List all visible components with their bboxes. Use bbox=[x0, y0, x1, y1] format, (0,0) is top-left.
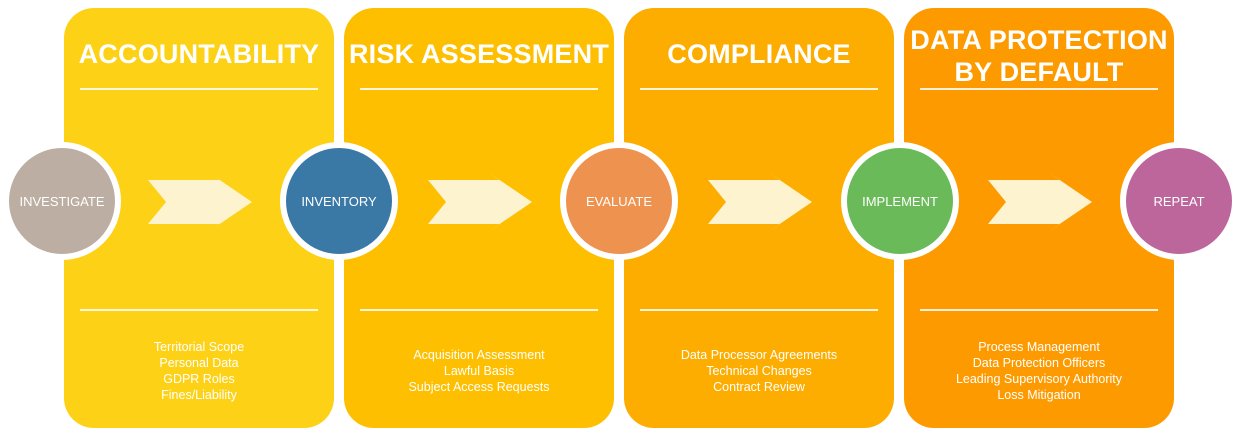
divider bbox=[640, 88, 878, 90]
step-implement: IMPLEMENT bbox=[841, 142, 959, 260]
list-item: Data Processor Agreements bbox=[680, 348, 838, 362]
divider bbox=[920, 88, 1158, 90]
step-evaluate: EVALUATE bbox=[560, 142, 678, 260]
list-item: Contract Review bbox=[713, 380, 805, 394]
arrow-shape bbox=[148, 172, 252, 232]
panel-title-line: RISK ASSESSMENT bbox=[348, 39, 610, 69]
list-item: Process Management bbox=[978, 340, 1100, 354]
panel-title-line: COMPLIANCE bbox=[667, 39, 851, 69]
panel-item-list: Acquisition Assessment Lawful Basis Subj… bbox=[344, 347, 614, 395]
arrow-shape bbox=[708, 172, 812, 232]
list-item: Loss Mitigation bbox=[997, 388, 1081, 402]
list-item: Personal Data bbox=[159, 356, 239, 370]
list-item: Leading Supervisory Authority bbox=[955, 372, 1123, 386]
panel-title: RISK ASSESSMENT bbox=[344, 38, 614, 70]
list-item: Data Protection Officers bbox=[972, 356, 1106, 370]
arrow-shape bbox=[428, 172, 532, 232]
panel-item-list: Process Management Data Protection Offic… bbox=[904, 339, 1174, 403]
divider bbox=[640, 309, 878, 311]
arrow-right-icon bbox=[988, 172, 1092, 232]
step-label: EVALUATE bbox=[586, 193, 652, 209]
step-label: INVESTIGATE bbox=[19, 193, 105, 209]
panel-item-list: Territorial Scope Personal Data GDPR Rol… bbox=[64, 339, 334, 403]
arrow-right-icon bbox=[708, 172, 812, 232]
divider bbox=[80, 88, 318, 90]
arrow-right-icon bbox=[148, 172, 252, 232]
step-investigate: INVESTIGATE bbox=[3, 142, 121, 260]
panel-title: DATA PROTECTION BY DEFAULT bbox=[904, 24, 1174, 88]
step-label: INVENTORY bbox=[301, 193, 377, 209]
panel-item-list: Data Processor Agreements Technical Chan… bbox=[624, 347, 894, 395]
divider bbox=[360, 88, 598, 90]
divider bbox=[920, 309, 1158, 311]
list-item: Lawful Basis bbox=[443, 364, 515, 378]
step-label: IMPLEMENT bbox=[862, 193, 938, 209]
arrow-right-icon bbox=[428, 172, 532, 232]
step-repeat: REPEAT bbox=[1120, 142, 1238, 260]
arrow-shape bbox=[988, 172, 1092, 232]
panel-title: COMPLIANCE bbox=[624, 38, 894, 70]
step-inventory: INVENTORY bbox=[280, 142, 398, 260]
panel-title-line: ACCOUNTABILITY bbox=[78, 39, 320, 69]
list-item: GDPR Roles bbox=[163, 372, 235, 386]
panel-title-line: DATA PROTECTION bbox=[910, 25, 1168, 55]
step-label: REPEAT bbox=[1153, 193, 1205, 209]
list-item: Subject Access Requests bbox=[408, 380, 550, 394]
divider bbox=[360, 309, 598, 311]
panel-title-line: BY DEFAULT bbox=[954, 57, 1124, 87]
list-item: Territorial Scope bbox=[153, 340, 245, 354]
list-item: Technical Changes bbox=[706, 364, 812, 378]
panel-title: ACCOUNTABILITY bbox=[64, 38, 334, 70]
divider bbox=[80, 309, 318, 311]
list-item: Acquisition Assessment bbox=[413, 348, 545, 362]
list-item: Fines/Liability bbox=[161, 388, 237, 402]
